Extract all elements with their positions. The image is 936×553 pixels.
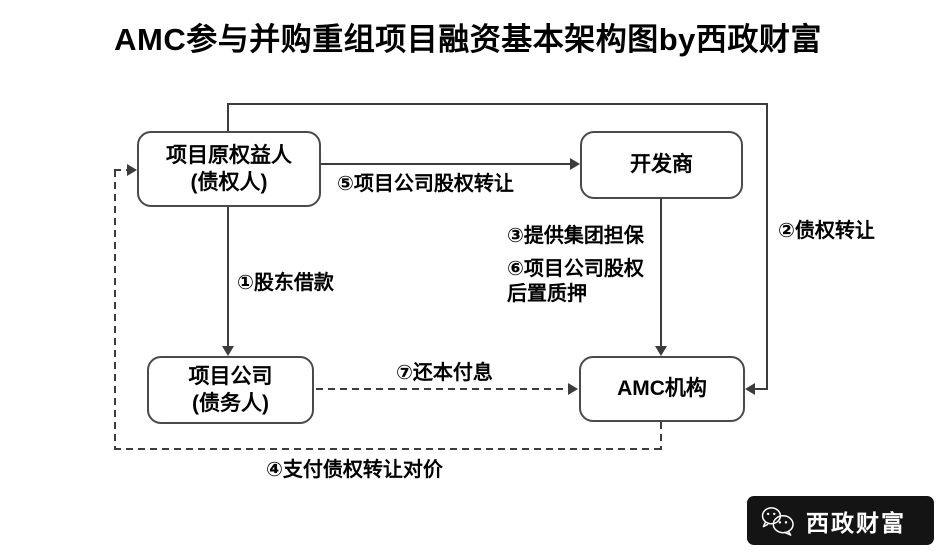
connector-debt-transfer-up (227, 103, 229, 132)
brand-watermark: 西政财富 (747, 496, 934, 545)
connector-payment-down (660, 422, 662, 450)
brand-name: 西政财富 (806, 509, 906, 536)
connector-equity-transfer (321, 163, 572, 165)
connector-repayment (316, 388, 569, 390)
edge-label-payment-consideration: ④支付债权转让对价 (266, 459, 443, 481)
node-label: 开发商 (630, 153, 693, 177)
edge-label-group-guarantee: ③提供集团担保 (507, 225, 644, 247)
node-sublabel: (债权人) (190, 171, 268, 194)
edge-label-equity-transfer: ⑤项目公司股权转让 (337, 173, 514, 195)
node-label: 项目公司 (188, 364, 273, 388)
node-developer: 开发商 (580, 131, 743, 199)
connector-payment-bottom (114, 448, 661, 450)
connector-debt-transfer-top (227, 103, 768, 105)
edge-label-repayment: ⑦还本付息 (396, 362, 493, 384)
connector-payment-in (114, 169, 128, 171)
node-original-rights-holder: 项目原权益人 (债权人) (137, 131, 321, 207)
node-amc: AMC机构 (579, 356, 745, 422)
edge-label-equity-pledge: ⑥项目公司股权 后置质押 (507, 258, 644, 305)
connector-payment-left (114, 170, 116, 450)
page-title: AMC参与并购重组项目融资基本架构图by西政财富 (114, 22, 822, 57)
connector-guarantee-pledge (660, 199, 662, 348)
node-label: AMC机构 (617, 377, 707, 401)
edge-label-debt-transfer: ②债权转让 (778, 220, 875, 242)
node-sublabel: (债务人) (192, 392, 269, 415)
connector-debt-transfer-right (766, 103, 768, 389)
edge-label-shareholder-loan: ①股东借款 (237, 272, 334, 294)
arrowhead-right-icon (568, 383, 578, 395)
connector-shareholder-loan (227, 207, 229, 348)
arrowhead-right-icon (127, 164, 137, 176)
node-label: 项目原权益人 (166, 143, 292, 167)
arrowhead-down-icon (222, 346, 234, 356)
wechat-icon (759, 505, 797, 536)
node-project-company: 项目公司 (债务人) (147, 356, 314, 424)
arrowhead-left-icon (745, 383, 755, 395)
connector-debt-transfer-in (755, 388, 768, 390)
arrowhead-down-icon (655, 346, 667, 356)
arrowhead-right-icon (570, 158, 580, 170)
